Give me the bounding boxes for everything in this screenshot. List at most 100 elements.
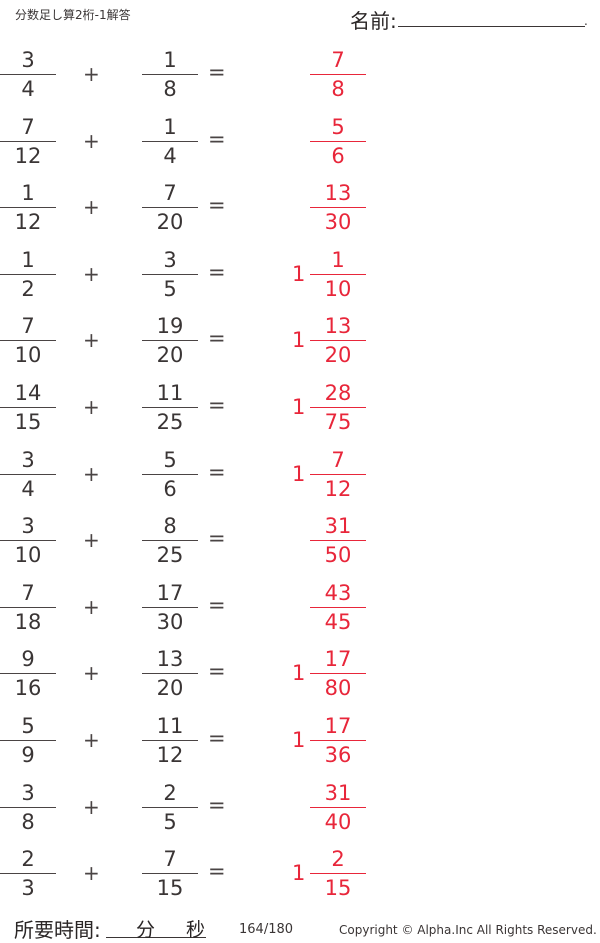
equals-sign: = — [208, 259, 226, 284]
denominator: 4 — [21, 476, 35, 501]
fraction-bar — [310, 407, 366, 408]
denominator: 2 — [21, 276, 35, 301]
numerator: 31 — [324, 780, 352, 805]
equals-sign: = — [208, 393, 226, 417]
numerator: 13 — [156, 647, 184, 672]
numerator: 3 — [21, 447, 35, 472]
fraction-bar — [0, 473, 56, 475]
numerator: 1 — [163, 48, 177, 72]
numerator: 7 — [331, 447, 345, 472]
denominator: 4 — [21, 77, 35, 101]
problem-row: 9 16 + 13 20 =1 17 80 — [0, 647, 600, 713]
fraction-bar — [310, 606, 366, 608]
plus-sign: + — [83, 594, 100, 619]
name-label: 名前: — [350, 9, 397, 33]
numerator: 3 — [163, 247, 177, 272]
page-number: 164/180 — [239, 922, 294, 937]
denominator: 25 — [156, 543, 184, 568]
numerator: 17 — [156, 580, 184, 605]
answer-whole-number: 1 — [292, 261, 306, 286]
problem-row: 14 15 + 11 25 =1 28 75 — [0, 381, 600, 447]
denominator: 5 — [163, 276, 177, 301]
plus-sign: + — [83, 395, 100, 419]
equals-sign: = — [208, 792, 226, 817]
denominator: 5 — [163, 809, 177, 834]
problem-row: 3 8 + 2 5 = 31 40 — [0, 781, 600, 847]
denominator: 20 — [156, 343, 184, 368]
fraction-bar — [0, 273, 56, 275]
fraction-bar — [142, 207, 198, 209]
denominator: 18 — [14, 609, 42, 634]
numerator: 2 — [21, 847, 35, 872]
numerator: 9 — [21, 647, 35, 672]
denominator: 15 — [14, 410, 42, 434]
problem-row: 7 18 + 17 30 = 43 45 — [0, 581, 600, 647]
name-field[interactable] — [398, 26, 585, 27]
fraction-bar — [310, 74, 366, 75]
equals-sign: = — [208, 526, 226, 551]
denominator: 6 — [163, 476, 177, 501]
denominator: 40 — [324, 809, 352, 834]
denominator: 9 — [21, 743, 35, 767]
fraction-bar — [310, 540, 366, 542]
numerator: 5 — [163, 447, 177, 472]
problem-row: 3 4 + 1 8 = 7 8 — [0, 48, 600, 114]
problem-row: 1 12 + 7 20 = 13 30 — [0, 181, 600, 247]
numerator: 13 — [324, 181, 352, 206]
numerator: 13 — [324, 314, 352, 339]
denominator: 20 — [156, 210, 184, 235]
answer-whole-number: 1 — [292, 395, 306, 419]
numerator: 7 — [331, 48, 345, 72]
numerator: 17 — [324, 647, 352, 672]
denominator: 3 — [21, 876, 35, 901]
equals-sign: = — [208, 193, 226, 218]
fraction-bar — [142, 74, 198, 75]
fraction-bar — [0, 673, 56, 675]
numerator: 1 — [21, 247, 35, 272]
fraction-bar — [0, 140, 56, 142]
answer-whole-number: 1 — [292, 328, 306, 353]
plus-sign: + — [83, 794, 100, 819]
plus-sign: + — [83, 661, 100, 686]
fraction-bar — [142, 540, 198, 542]
time-label: 所要時間: — [14, 918, 101, 942]
plus-sign: + — [83, 728, 100, 752]
fraction-bar — [142, 740, 198, 741]
denominator: 20 — [156, 676, 184, 701]
fraction-bar — [310, 806, 366, 808]
fraction-bar — [0, 74, 56, 75]
numerator: 5 — [21, 714, 35, 738]
plus-sign: + — [83, 195, 100, 220]
plus-sign: + — [83, 461, 100, 486]
denominator: 15 — [156, 876, 184, 901]
numerator: 19 — [156, 314, 184, 339]
equals-sign: = — [208, 659, 226, 684]
equals-sign: = — [208, 459, 226, 484]
fraction-bar — [142, 673, 198, 675]
denominator: 16 — [14, 676, 42, 701]
denominator: 4 — [163, 143, 177, 168]
fraction-bar — [0, 606, 56, 608]
numerator: 11 — [156, 714, 184, 738]
denominator: 30 — [156, 609, 184, 634]
minutes-label: 分 — [136, 919, 156, 941]
name-field-end-dot: . — [584, 14, 588, 28]
time-field[interactable] — [106, 937, 206, 938]
fraction-bar — [310, 140, 366, 142]
fraction-bar — [142, 273, 198, 275]
fraction-bar — [0, 806, 56, 808]
fraction-bar — [0, 207, 56, 209]
equals-sign: = — [208, 726, 226, 750]
denominator: 10 — [14, 343, 42, 368]
denominator: 12 — [156, 743, 184, 767]
answer-whole-number: 1 — [292, 861, 306, 886]
fraction-bar — [0, 340, 56, 342]
denominator: 12 — [324, 476, 352, 501]
numerator: 43 — [324, 580, 352, 605]
fraction-bar — [310, 340, 366, 342]
denominator: 8 — [21, 809, 35, 834]
denominator: 8 — [331, 77, 345, 101]
problem-row: 3 4 + 5 6 = 1 7 12 — [0, 448, 600, 514]
fraction-bar — [310, 873, 366, 875]
answer-whole-number: 1 — [292, 461, 306, 486]
